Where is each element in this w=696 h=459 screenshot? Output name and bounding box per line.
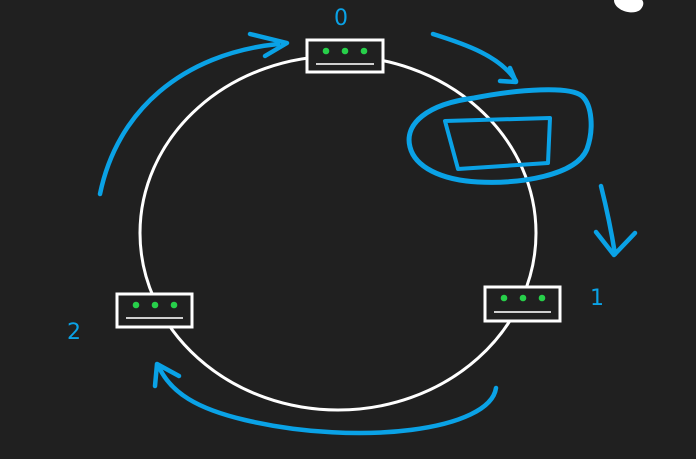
node-2-indicator-1 bbox=[132, 301, 140, 309]
node-2: 2 bbox=[67, 292, 194, 345]
node-2-indicator-2 bbox=[151, 301, 159, 309]
curved-arrow-left-to-top bbox=[97, 41, 281, 197]
node-0-label: 0 bbox=[334, 6, 348, 31]
node-0-indicator-3 bbox=[360, 47, 368, 55]
node-1: 1 bbox=[483, 285, 604, 323]
node-0-indicator-1 bbox=[322, 47, 330, 55]
curved-arrow-top-to-new-node bbox=[430, 31, 519, 84]
curved-arrow-top-to-new-node-head bbox=[497, 65, 519, 85]
node-1-indicator-3 bbox=[538, 294, 546, 302]
arrows bbox=[97, 31, 638, 436]
top-right-fragment bbox=[614, 0, 644, 13]
curved-arrow-right-down bbox=[598, 183, 618, 257]
new-node-annotation bbox=[406, 87, 594, 185]
node-1-label: 1 bbox=[590, 286, 604, 311]
node-1-box bbox=[483, 285, 562, 323]
node-0: 0 bbox=[305, 6, 385, 74]
node-1-indicator-2 bbox=[519, 294, 527, 302]
node-0-box bbox=[305, 38, 385, 74]
node-2-label: 2 bbox=[67, 320, 81, 345]
highlight-oval bbox=[406, 87, 594, 185]
curved-arrow-bottom-head bbox=[152, 361, 182, 389]
curved-arrow-right-down-head bbox=[593, 229, 638, 258]
ring-circle bbox=[138, 54, 538, 412]
node-2-box bbox=[115, 292, 194, 329]
curved-arrow-left-to-top-head bbox=[247, 31, 290, 59]
curved-arrow-bottom bbox=[155, 362, 499, 436]
node-1-indicator-1 bbox=[500, 294, 508, 302]
empty-box-icon bbox=[443, 116, 552, 171]
node-0-indicator-2 bbox=[341, 47, 349, 55]
node-2-indicator-3 bbox=[170, 301, 178, 309]
